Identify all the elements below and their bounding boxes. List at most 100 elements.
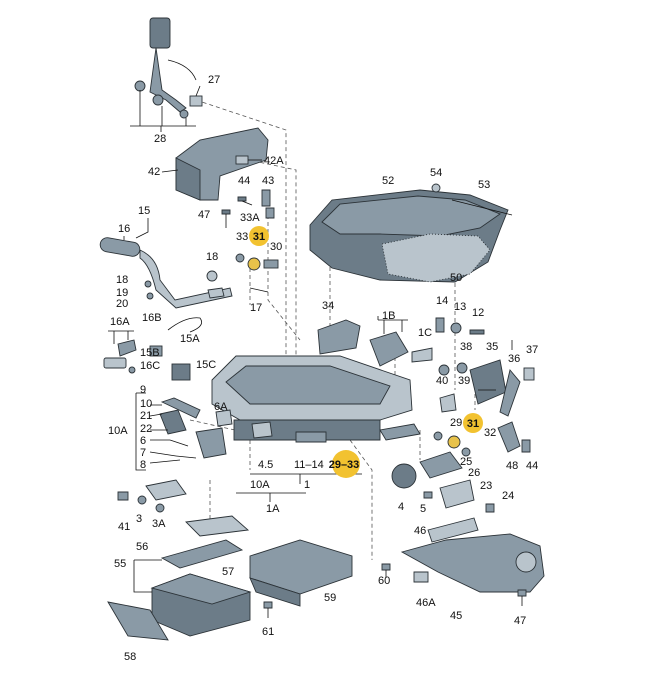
part-label: 10 [140,398,152,410]
part-label: 15B [140,347,160,359]
part-label: 1B [382,310,395,322]
part-label: 44 [526,460,538,472]
recliner-mechanism-part [391,451,495,513]
part-label: 40 [436,375,448,387]
part-label: 32 [484,427,496,439]
part-label: 16 [118,223,130,235]
outer-side-cover-part [400,533,545,593]
part-label: 33A [240,212,260,224]
part-label: 13 [454,301,466,313]
part-label: 48 [506,460,518,472]
part-label: 16B [142,312,162,324]
part-label: 56 [136,541,148,553]
part-label: 8 [140,459,146,471]
part-label: 3A [152,518,166,530]
part-label: 4.5 [258,459,273,471]
part-label: 52 [382,175,394,187]
part-label: 16C [140,360,160,372]
part-label: 3 [136,513,142,525]
highlight-badges: 31 31 29–33 [249,226,483,478]
part-label: 23 [480,480,492,492]
part-label: 21 [140,410,152,422]
end-cap-part [107,601,169,641]
part-label: 28 [154,133,166,145]
cable-and-clips-part [103,317,203,381]
highlight-label-31-lower: 31 [467,418,479,430]
part-label: 12 [472,307,484,319]
part-label: 46A [416,597,436,609]
part-label: 19 [116,287,128,299]
part-label: 10A [250,479,270,491]
screw-group-upper [221,189,275,228]
drawer-part [249,539,353,607]
part-label: 47 [514,615,526,627]
part-label: 47 [198,209,210,221]
part-label: 42A [264,155,284,167]
part-label: 59 [324,592,336,604]
part-label: 33 [236,231,248,243]
storage-tray-part [150,515,252,637]
part-label: 18 [116,274,128,286]
part-label: 44 [238,175,250,187]
highlight-badge-31-lower [463,413,483,433]
part-label: 38 [460,341,472,353]
part-label: 58 [124,651,136,663]
part-label: 36 [508,353,520,365]
part-labels: 27 28 42 42A 44 43 47 33A 15 16 33 30 18… [108,74,538,663]
part-label: 7 [140,447,146,459]
part-label: 34 [322,300,334,312]
part-label: 35 [486,341,498,353]
part-label: 14 [436,295,448,307]
part-label: 15 [138,205,150,217]
part-label: 16A [110,316,130,328]
part-label: 1 [304,479,310,491]
part-label: 24 [502,490,514,502]
height-adjust-bracket-part [369,331,433,367]
part-label: 18 [206,251,218,263]
seat-adjust-rod-part [99,237,233,309]
part-label: 45 [450,610,462,622]
lever-assembly-part [379,421,531,457]
part-label: 61 [262,626,274,638]
seat-cushion-part [309,183,513,283]
part-label: 26 [468,467,480,479]
part-label: 27 [208,74,220,86]
part-label: 39 [458,375,470,387]
part-label: 54 [430,167,442,179]
part-label: 25 [460,456,472,468]
part-label: 46 [414,525,426,537]
highlight-badge-31-upper [249,226,269,246]
part-label: 29 [450,417,462,429]
part-label: 53 [478,179,490,191]
part-label: 6A [214,401,228,413]
part-label: 1A [266,503,280,515]
part-label: 57 [222,566,234,578]
part-label: 17 [250,302,262,314]
rail-clip-part [117,479,187,513]
part-label: 9 [140,384,146,396]
frame-cover-part [317,319,361,355]
side-trim-panel-part [175,127,269,201]
part-label: 43 [262,175,274,187]
part-label: 50 [450,272,462,284]
seat-frame-part [211,355,413,443]
leader-lines [108,85,513,593]
highlight-label-29-33: 29–33 [329,459,360,471]
part-label: 11–14 [294,459,324,471]
part-label: 6 [140,435,146,447]
part-label: 20 [116,298,128,310]
right-side-hardware [435,317,535,417]
part-label: 4 [398,501,404,513]
part-label: 22 [140,423,152,435]
part-label: 1C [418,327,432,339]
part-label: 37 [526,344,538,356]
part-label: 15C [196,359,216,371]
left-adjust-mechanism-part [159,397,233,459]
adjuster-small-parts [144,253,279,300]
screw-group-lower [263,563,527,618]
part-label: 15A [180,333,200,345]
guide-rail-part [427,517,479,543]
part-label: 55 [114,558,126,570]
part-label: 30 [270,241,282,253]
